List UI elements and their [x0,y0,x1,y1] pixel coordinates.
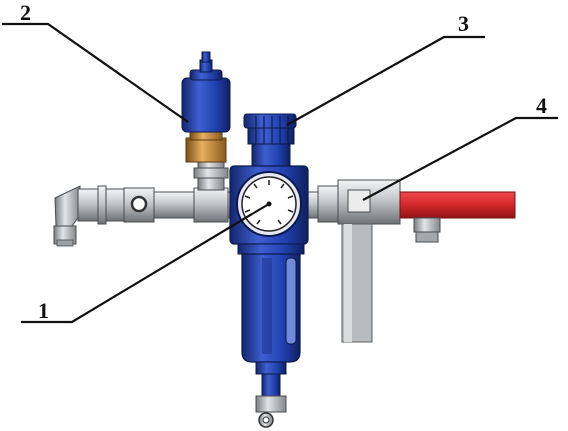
drain-stem [261,373,281,399]
pressure-switch-body [181,77,231,133]
tee-fitting [193,187,229,223]
gauge-needle [251,203,270,215]
left-pipe-run [53,185,239,247]
leader-1 [21,213,253,324]
right-elbow-fitting [413,217,441,233]
sight-glass [285,257,297,345]
callout-label-4: 4 [536,93,547,118]
right-pipe-run [304,179,516,343]
leader-2 [2,22,189,123]
pressure-switch [181,51,231,191]
filter-regulator-body [229,165,309,428]
callout-label-1: 1 [38,298,49,323]
callout-leaders [2,22,558,324]
brass-hex-nut [185,137,227,163]
gauge-ticks [244,180,294,225]
leader-4 [362,116,558,201]
callout-label-3: 3 [458,11,469,36]
valve-handle [399,191,516,219]
regulator-knob [243,113,297,167]
left-union-port [130,195,148,213]
callout-label-2: 2 [20,0,31,25]
leader-3 [286,35,485,126]
left-elbow-fitting [54,185,81,227]
